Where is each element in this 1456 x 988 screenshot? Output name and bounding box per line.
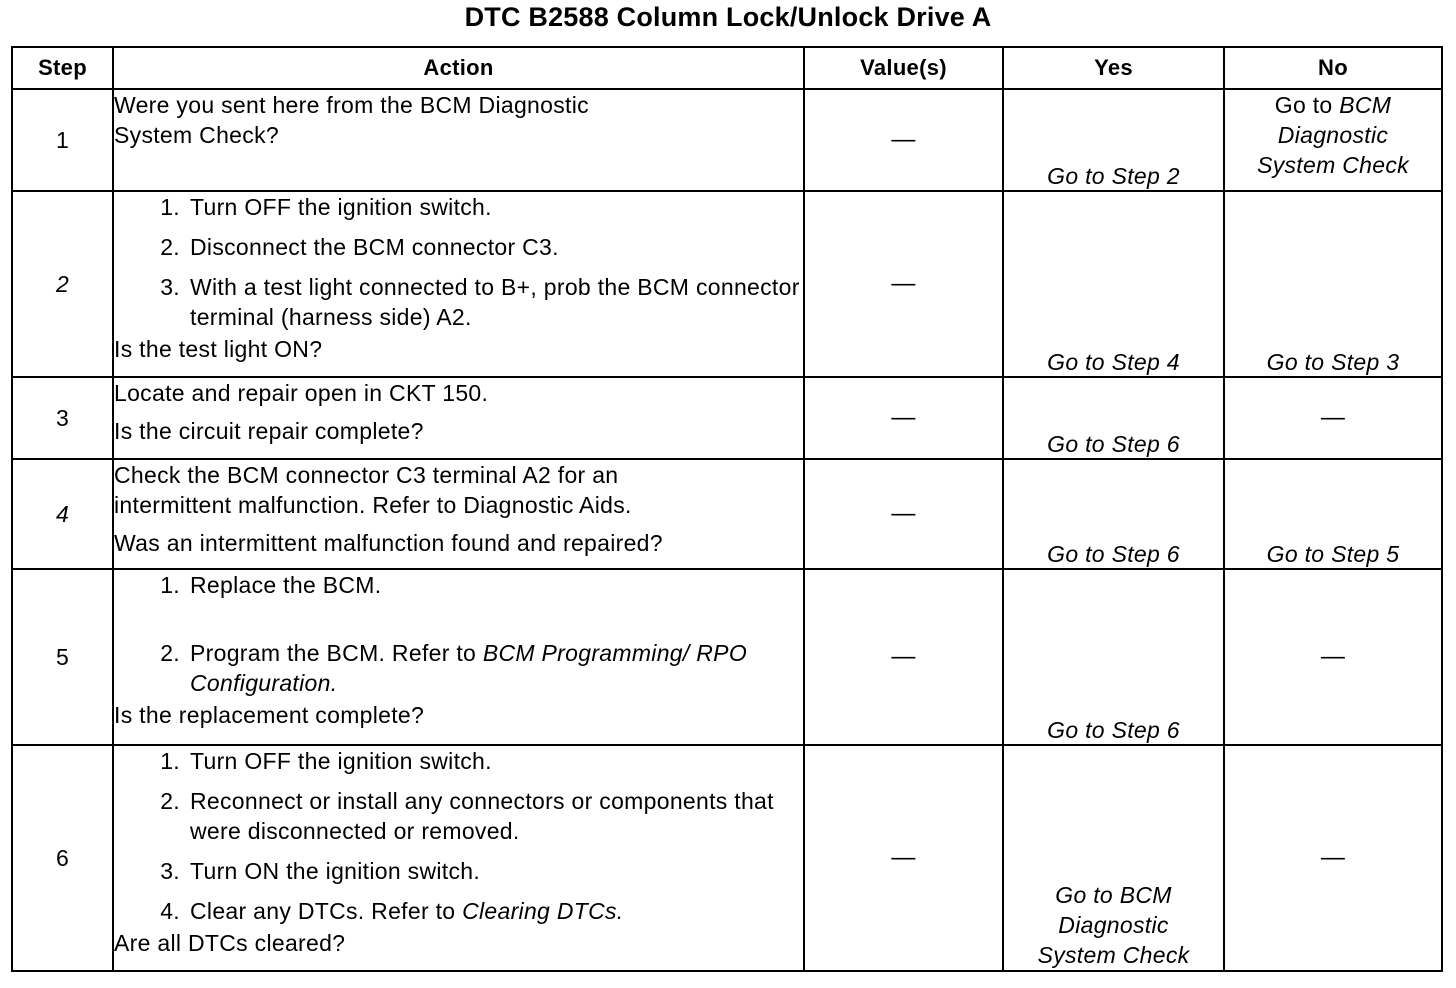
yes-prefix: Go to <box>1055 882 1120 908</box>
item-text: Disconnect the BCM connector C3. <box>190 234 559 260</box>
list-item: 4. Clear any DTCs. Refer to Clearing DTCs… <box>114 896 803 926</box>
diagnostic-table: Step Action Value(s) Yes No 1 Were you s… <box>11 46 1443 972</box>
no-cell: Go to BCM Diagnostic System Check <box>1223 88 1443 192</box>
item-number: 4. <box>160 898 180 924</box>
table-row: 4 Check the BCM connector C3 terminal A2… <box>11 458 1443 570</box>
yes-cell: Go to Step 6 <box>1002 458 1225 570</box>
value-cell: — <box>803 458 1004 570</box>
action-cell: Check the BCM connector C3 terminal A2 f… <box>112 458 805 570</box>
action-cell: 1. Turn OFF the ignition switch. 2. Reconn… <box>112 744 805 972</box>
action-text-line: Were you sent here from the BCM Diagnost… <box>114 92 589 118</box>
item-number: 2. <box>160 640 180 666</box>
no-link-line3: System Check <box>1257 152 1409 178</box>
step-number: 6 <box>11 744 114 972</box>
item-text: Replace the BCM. <box>190 572 382 598</box>
item-text: Turn OFF the ignition switch. <box>190 194 492 220</box>
item-text: With a test light connected to B+, prob … <box>190 274 800 330</box>
no-cell: — <box>1223 744 1443 972</box>
no-link-line2: Diagnostic <box>1277 122 1389 148</box>
header-no: No <box>1223 46 1443 90</box>
step-number: 1 <box>11 88 114 192</box>
yes-link-line3: System Check <box>1037 942 1190 968</box>
yes-link-line2: Diagnostic <box>1058 912 1169 938</box>
list-item: 3. Turn ON the ignition switch. <box>114 856 803 886</box>
action-cell: 1. Turn OFF the ignition switch. 2. Discon… <box>112 190 805 378</box>
item-number: 2. <box>160 788 180 814</box>
action-text-line: intermittent malfunction. Refer to Diagn… <box>114 492 632 518</box>
item-reference-italic: Clearing DTCs. <box>462 898 624 924</box>
action-list: 1. Turn OFF the ignition switch. 2. Discon… <box>114 192 803 332</box>
yes-cell: Go to Step 2 <box>1002 88 1225 192</box>
list-item: 3. With a test light connected to B+, pro… <box>114 272 803 332</box>
yes-link-italic: BCM <box>1119 882 1172 908</box>
no-cell: — <box>1223 376 1443 460</box>
item-number: 3. <box>160 858 180 884</box>
yes-cell: Go to BCM Diagnostic System Check <box>1002 744 1225 972</box>
header-yes: Yes <box>1002 46 1225 90</box>
value-cell: — <box>803 376 1004 460</box>
table-row: 5 1. Replace the BCM. 2. Program the BCM. … <box>11 568 1443 746</box>
action-text-line: Locate and repair open in CKT 150. <box>114 380 489 406</box>
list-item: 1. Turn OFF the ignition switch. <box>114 192 803 222</box>
action-cell: Were you sent here from the BCM Diagnost… <box>112 88 805 192</box>
header-values: Value(s) <box>803 46 1004 90</box>
value-cell: — <box>803 190 1004 378</box>
no-prefix: Go to <box>1274 92 1340 118</box>
action-question: Is the replacement complete? <box>114 702 425 728</box>
list-item: 1. Turn OFF the ignition switch. <box>114 746 803 776</box>
item-text: Turn ON the ignition switch. <box>190 858 481 884</box>
step-number: 2 <box>11 190 114 378</box>
no-link-italic: BCM <box>1339 92 1392 118</box>
item-reference-italic: BCM Programming/ RPO Configuration. <box>190 640 748 696</box>
action-text-line: Check the BCM connector C3 terminal A2 f… <box>114 462 619 488</box>
step-number: 5 <box>11 568 114 746</box>
page-title: DTC B2588 Column Lock/Unlock Drive A <box>464 2 992 32</box>
list-item: 2. Disconnect the BCM connector C3. <box>114 232 803 262</box>
action-question: Is the test light ON? <box>114 336 323 362</box>
item-number: 3. <box>160 274 180 300</box>
no-cell: Go to Step 3 <box>1223 190 1443 378</box>
table-row: 3 Locate and repair open in CKT 150. Is … <box>11 376 1443 460</box>
list-item: 2. Program the BCM. Refer to BCM Programm… <box>114 638 803 698</box>
yes-cell: Go to Step 4 <box>1002 190 1225 378</box>
action-cell: 1. Replace the BCM. 2. Program the BCM. Re… <box>112 568 805 746</box>
item-text: Reconnect or install any connectors or c… <box>190 788 774 844</box>
table-header-row: Step Action Value(s) Yes No <box>11 46 1443 90</box>
item-text: Turn OFF the ignition switch. <box>190 748 492 774</box>
action-list: 1. Replace the BCM. 2. Program the BCM. Re… <box>114 570 803 698</box>
header-action: Action <box>112 46 805 90</box>
value-cell: — <box>803 744 1004 972</box>
action-text-line: System Check? <box>114 122 279 148</box>
action-question: Is the circuit repair complete? <box>114 418 424 444</box>
value-cell: — <box>803 568 1004 746</box>
item-text: Program the BCM. Refer to <box>190 640 483 666</box>
item-number: 2. <box>160 234 180 260</box>
action-list: 1. Turn OFF the ignition switch. 2. Reconn… <box>114 746 803 926</box>
item-number: 1. <box>160 572 180 598</box>
step-number: 4 <box>11 458 114 570</box>
action-question: Was an intermittent malfunction found an… <box>114 530 663 556</box>
yes-cell: Go to Step 6 <box>1002 376 1225 460</box>
item-text: Clear any DTCs. Refer to <box>190 898 463 924</box>
table-row: 2 1. Turn OFF the ignition switch. 2. Disc… <box>11 190 1443 378</box>
list-item: 2. Reconnect or install any connectors or… <box>114 786 803 846</box>
no-cell: Go to Step 5 <box>1223 458 1443 570</box>
table-row: 1 Were you sent here from the BCM Diagno… <box>11 88 1443 192</box>
action-cell: Locate and repair open in CKT 150. Is th… <box>112 376 805 460</box>
header-step: Step <box>11 46 114 90</box>
table-row: 6 1. Turn OFF the ignition switch. 2. Reco… <box>11 744 1443 972</box>
yes-cell: Go to Step 6 <box>1002 568 1225 746</box>
no-cell: — <box>1223 568 1443 746</box>
value-cell: — <box>803 88 1004 192</box>
step-number: 3 <box>11 376 114 460</box>
list-item: 1. Replace the BCM. <box>114 570 803 600</box>
item-number: 1. <box>160 748 180 774</box>
action-question: Are all DTCs cleared? <box>114 930 346 956</box>
item-number: 1. <box>160 194 180 220</box>
